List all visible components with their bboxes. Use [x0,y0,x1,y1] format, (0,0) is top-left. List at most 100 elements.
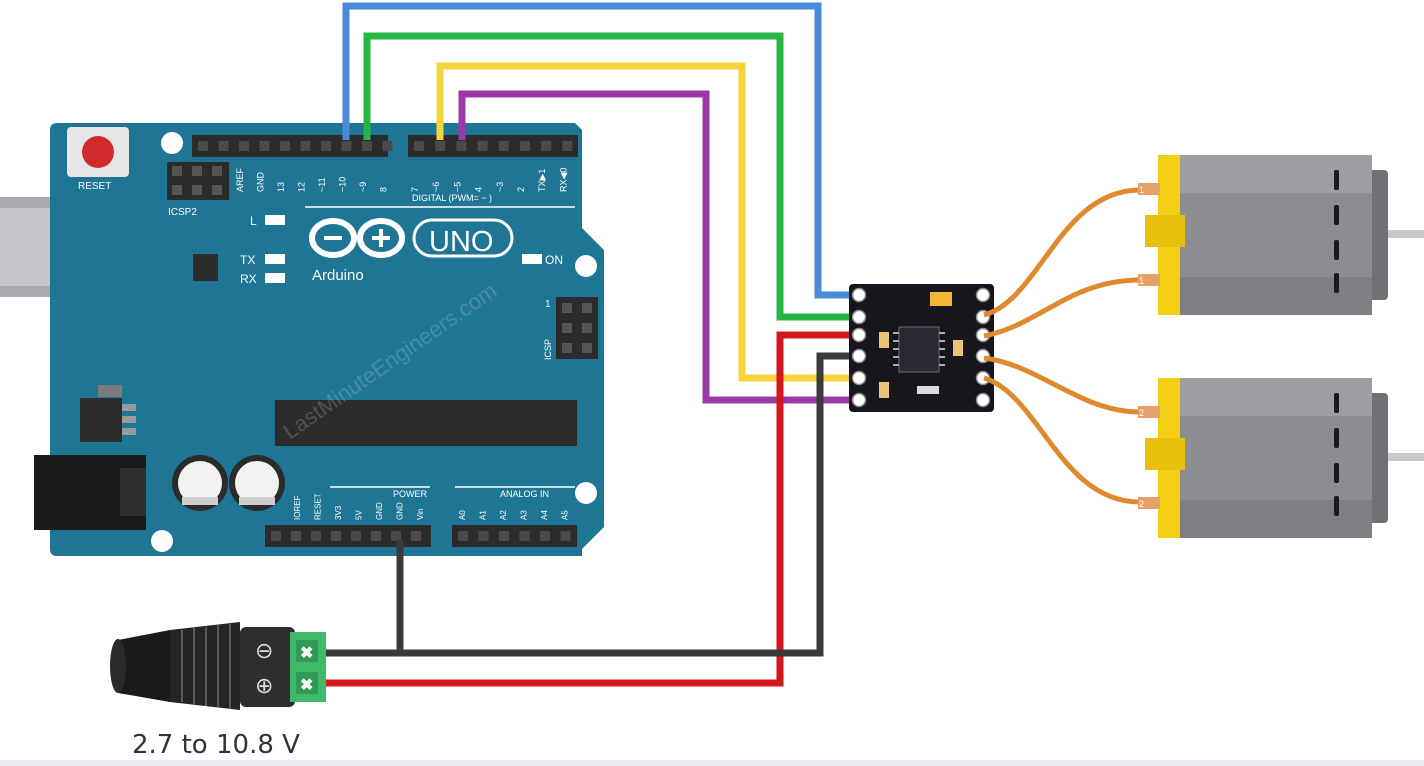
digital-pin-labels: AREF GND 13 12 ~11 ~10 ~9 8 7 ~6 ~5 4 ~3 2 TX▶1 RX◀0 [235,167,568,192]
dc-jack-adapter: ⊖ ⊕ ✖ ✖ [110,622,326,710]
model-label: UNO [429,226,493,258]
signal-wires [320,2,860,687]
driver-pin [851,309,867,325]
power-pin-label: IOREF [293,495,302,520]
icsp2-label: ICSP2 [168,207,197,218]
mounting-hole [575,255,597,277]
digital-pin-label: 4 [474,187,484,192]
driver-pin [851,348,867,364]
led-l-label: L [250,214,257,228]
digital-pin-label: RX◀0 [558,168,568,192]
footer-strip [0,760,1424,766]
led-l [265,215,285,225]
digital-pin-label: 7 [410,187,420,192]
icsp-pin1: 1 [545,299,551,310]
plus-symbol: ⊕ [255,673,273,698]
power-header [265,525,431,547]
led-rx-label: RX [240,272,257,286]
wire-purple [458,90,860,404]
capacitor [172,455,228,511]
motor-lead [983,277,1141,339]
svg-text:✖: ✖ [300,645,313,662]
led-on [522,254,542,264]
led-tx-label: TX [240,253,255,267]
analog-pin-label: A3 [520,510,529,520]
analog-pin-labels: A0 A1 A2 A3 A4 A5 [458,510,570,520]
digital-pin-label: ~5 [452,182,462,192]
digital-pin-label: 2 [516,187,526,192]
digital-pin-label: ~3 [495,182,505,192]
uno-badge [412,218,514,258]
svg-text:✖: ✖ [300,677,313,694]
small-ic [193,254,218,281]
digital-label: DIGITAL (PWM= ~ ) [412,193,492,203]
power-pin-label: 5V [355,510,364,520]
mounting-hole [161,132,183,154]
digital-pin-label: 8 [379,187,389,192]
digital-pin-label: ~10 [338,177,348,192]
dc-motor: 22 [1138,378,1424,538]
mounting-hole [575,482,597,504]
minus-symbol: ⊖ [255,638,273,663]
motor-driver-module [849,284,994,412]
motor-leads [983,187,1141,505]
on-label: ON [545,253,563,267]
icsp2-header [167,162,229,200]
driver-pin [975,392,991,408]
mounting-hole [151,530,173,552]
analog-header [452,525,577,547]
motor-lead [983,355,1141,415]
motor-terminal-label: 2 [1139,499,1144,509]
atmega-chip [275,400,577,446]
dc-motor: 11 [1138,155,1424,315]
reset-label: RESET [78,181,111,192]
analog-pin-label: A1 [479,510,488,520]
icsp-header [556,297,598,359]
power-pin-labels: IOREF RESET 3V3 5V GND GND Vin [293,493,425,520]
driver-capacitor [930,292,952,306]
motor-terminal-label: 1 [1139,185,1144,195]
digital-pin-label: 12 [297,182,307,192]
power-pin-label: Vin [416,509,425,520]
capacitor [229,455,285,511]
power-pin-label: GND [396,502,405,520]
wire-red [320,331,860,687]
analog-pin-label: A5 [561,510,570,520]
digital-pin-label: ~6 [431,182,441,192]
icsp-label: ICSP [543,339,553,360]
wire-black-driver [320,352,860,657]
digital-pin-label: AREF [235,167,245,192]
voltage-regulator [80,385,136,442]
power-pin-label: RESET [314,493,323,520]
analog-pin-label: A2 [499,510,508,520]
analog-label: ANALOG IN [500,489,549,499]
arduino-logo [309,218,405,258]
power-pin-label: 3V3 [334,505,343,520]
supply-voltage-caption: 2.7 to 10.8 V [132,730,300,760]
digital-pin-label: ~11 [317,177,327,192]
analog-pin-label: A4 [540,510,549,520]
power-pin-label: GND [375,502,384,520]
brand-label: Arduino [312,267,364,284]
digital-pin-label: TX▶1 [537,169,547,192]
motor-lead [983,375,1141,505]
motor-terminal-label: 2 [1139,408,1144,418]
digital-header [192,135,578,157]
digital-pin-label: 13 [276,182,286,192]
wire-blue [342,2,860,299]
analog-pin-label: A0 [458,510,467,520]
board-pcb [50,123,604,556]
digital-pin-label: ~9 [358,182,368,192]
driver-pin [851,327,867,343]
led-rx [265,273,285,283]
power-label: POWER [393,489,428,499]
led-tx [265,254,285,264]
driver-ic [898,326,940,373]
motor-lead [983,187,1141,318]
driver-pin [851,287,867,303]
driver-pin [975,287,991,303]
digital-pin-label: GND [256,172,266,193]
